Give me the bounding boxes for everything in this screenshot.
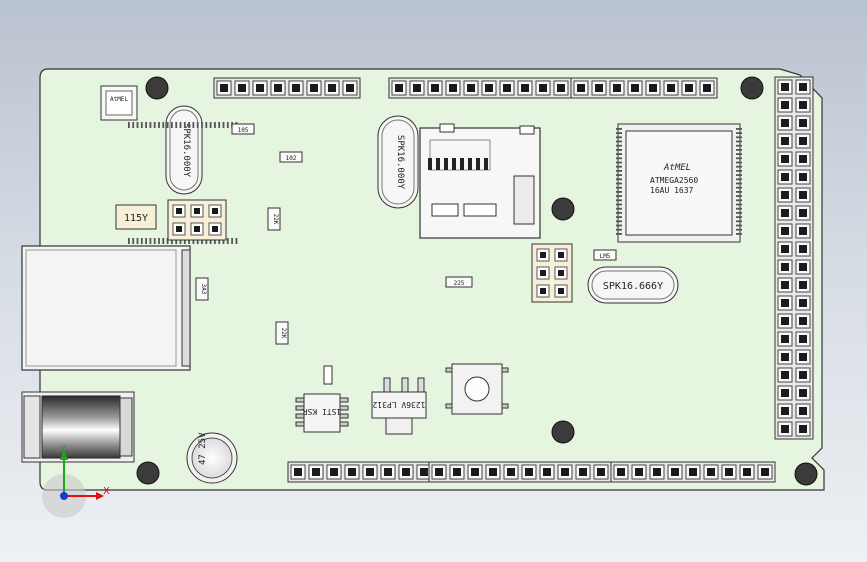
- dc-power-jack: [21, 391, 135, 463]
- qfn-logo: AtMEL: [110, 96, 128, 103]
- resistor-d-label: 22K: [280, 328, 287, 339]
- header-bottom-1: [287, 461, 435, 483]
- pin-headers: [213, 76, 814, 483]
- diode: [323, 365, 333, 385]
- resistor-c-label: 225: [454, 280, 465, 287]
- axis-x-label: X: [103, 486, 110, 497]
- mounting-hole-bottom-left: [136, 461, 160, 485]
- resistor-b-label: 22K: [272, 214, 279, 225]
- crystal-right-label: SPK16.666Y: [603, 281, 663, 292]
- mounting-hole-mid: [551, 197, 575, 221]
- led-block: 115Y: [115, 204, 157, 230]
- small-chip: LM5: [593, 249, 617, 261]
- mcu-label-part: ATMEGA2560: [650, 176, 698, 185]
- resistor-d: 22K: [275, 321, 289, 345]
- crystal-left-label: SPK16.000Y: [181, 123, 191, 178]
- soic-ic: 1STI KSR: [295, 393, 349, 433]
- icsp-headers: [167, 199, 573, 303]
- resistor-c: 225: [445, 276, 473, 288]
- resistor-a-label: 102: [286, 155, 297, 162]
- resistor-top-label: 105: [238, 127, 249, 134]
- resistor-top: 105: [231, 123, 255, 135]
- header-top-3: [570, 77, 718, 99]
- mounting-hole-top-right: [740, 76, 764, 100]
- sd-card-slot: [419, 123, 541, 239]
- cap-label: 47 25V: [198, 432, 208, 465]
- mounting-hole-lower-mid: [551, 420, 575, 444]
- crystal-middle-label: SPK16.000Y: [395, 135, 405, 190]
- usb-serial-chip: AtMEL: [100, 85, 138, 121]
- mcu-logo: AtMEL: [663, 163, 691, 173]
- mcu-label-date: 16AU 1637: [650, 186, 694, 195]
- led-block-label: 115Y: [124, 213, 148, 224]
- atmega-mcu: AtMEL ATMEGA2560 16AU 1637: [128, 122, 742, 244]
- fuse-label: 3A3: [200, 284, 207, 295]
- crystal-right: SPK16.666Y: [587, 266, 679, 304]
- icsp-header-right: [531, 243, 573, 303]
- mounting-hole-top-left: [145, 76, 169, 100]
- axis-y-label: Y: [59, 444, 67, 455]
- header-double-row: [774, 76, 814, 440]
- crystal-middle: SPK16.000Y: [377, 115, 419, 209]
- usb-connector: [21, 245, 191, 371]
- reset-button: [445, 363, 509, 415]
- regulator-label: 1236V LP312: [372, 400, 425, 409]
- soic-label: 1STI KSR: [303, 407, 342, 416]
- crystal-left: SPK16.000Y: [165, 105, 203, 195]
- small-chip-label: LM5: [600, 253, 611, 260]
- icsp-header-left: [167, 199, 227, 241]
- header-top-1: [213, 77, 361, 99]
- fuse: 3A3: [195, 277, 209, 301]
- voltage-regulator: 1236V LP312: [371, 377, 427, 435]
- resistor-a: 102: [279, 151, 303, 163]
- header-top-2: [388, 77, 572, 99]
- electrolytic-capacitor: 47 25V: [186, 432, 238, 484]
- coordinate-triad-icon: Y X: [42, 444, 110, 518]
- header-bottom-2: [428, 461, 612, 483]
- header-bottom-3: [610, 461, 776, 483]
- resistor-b: 22K: [267, 207, 281, 231]
- mounting-hole-bottom-right: [794, 462, 818, 486]
